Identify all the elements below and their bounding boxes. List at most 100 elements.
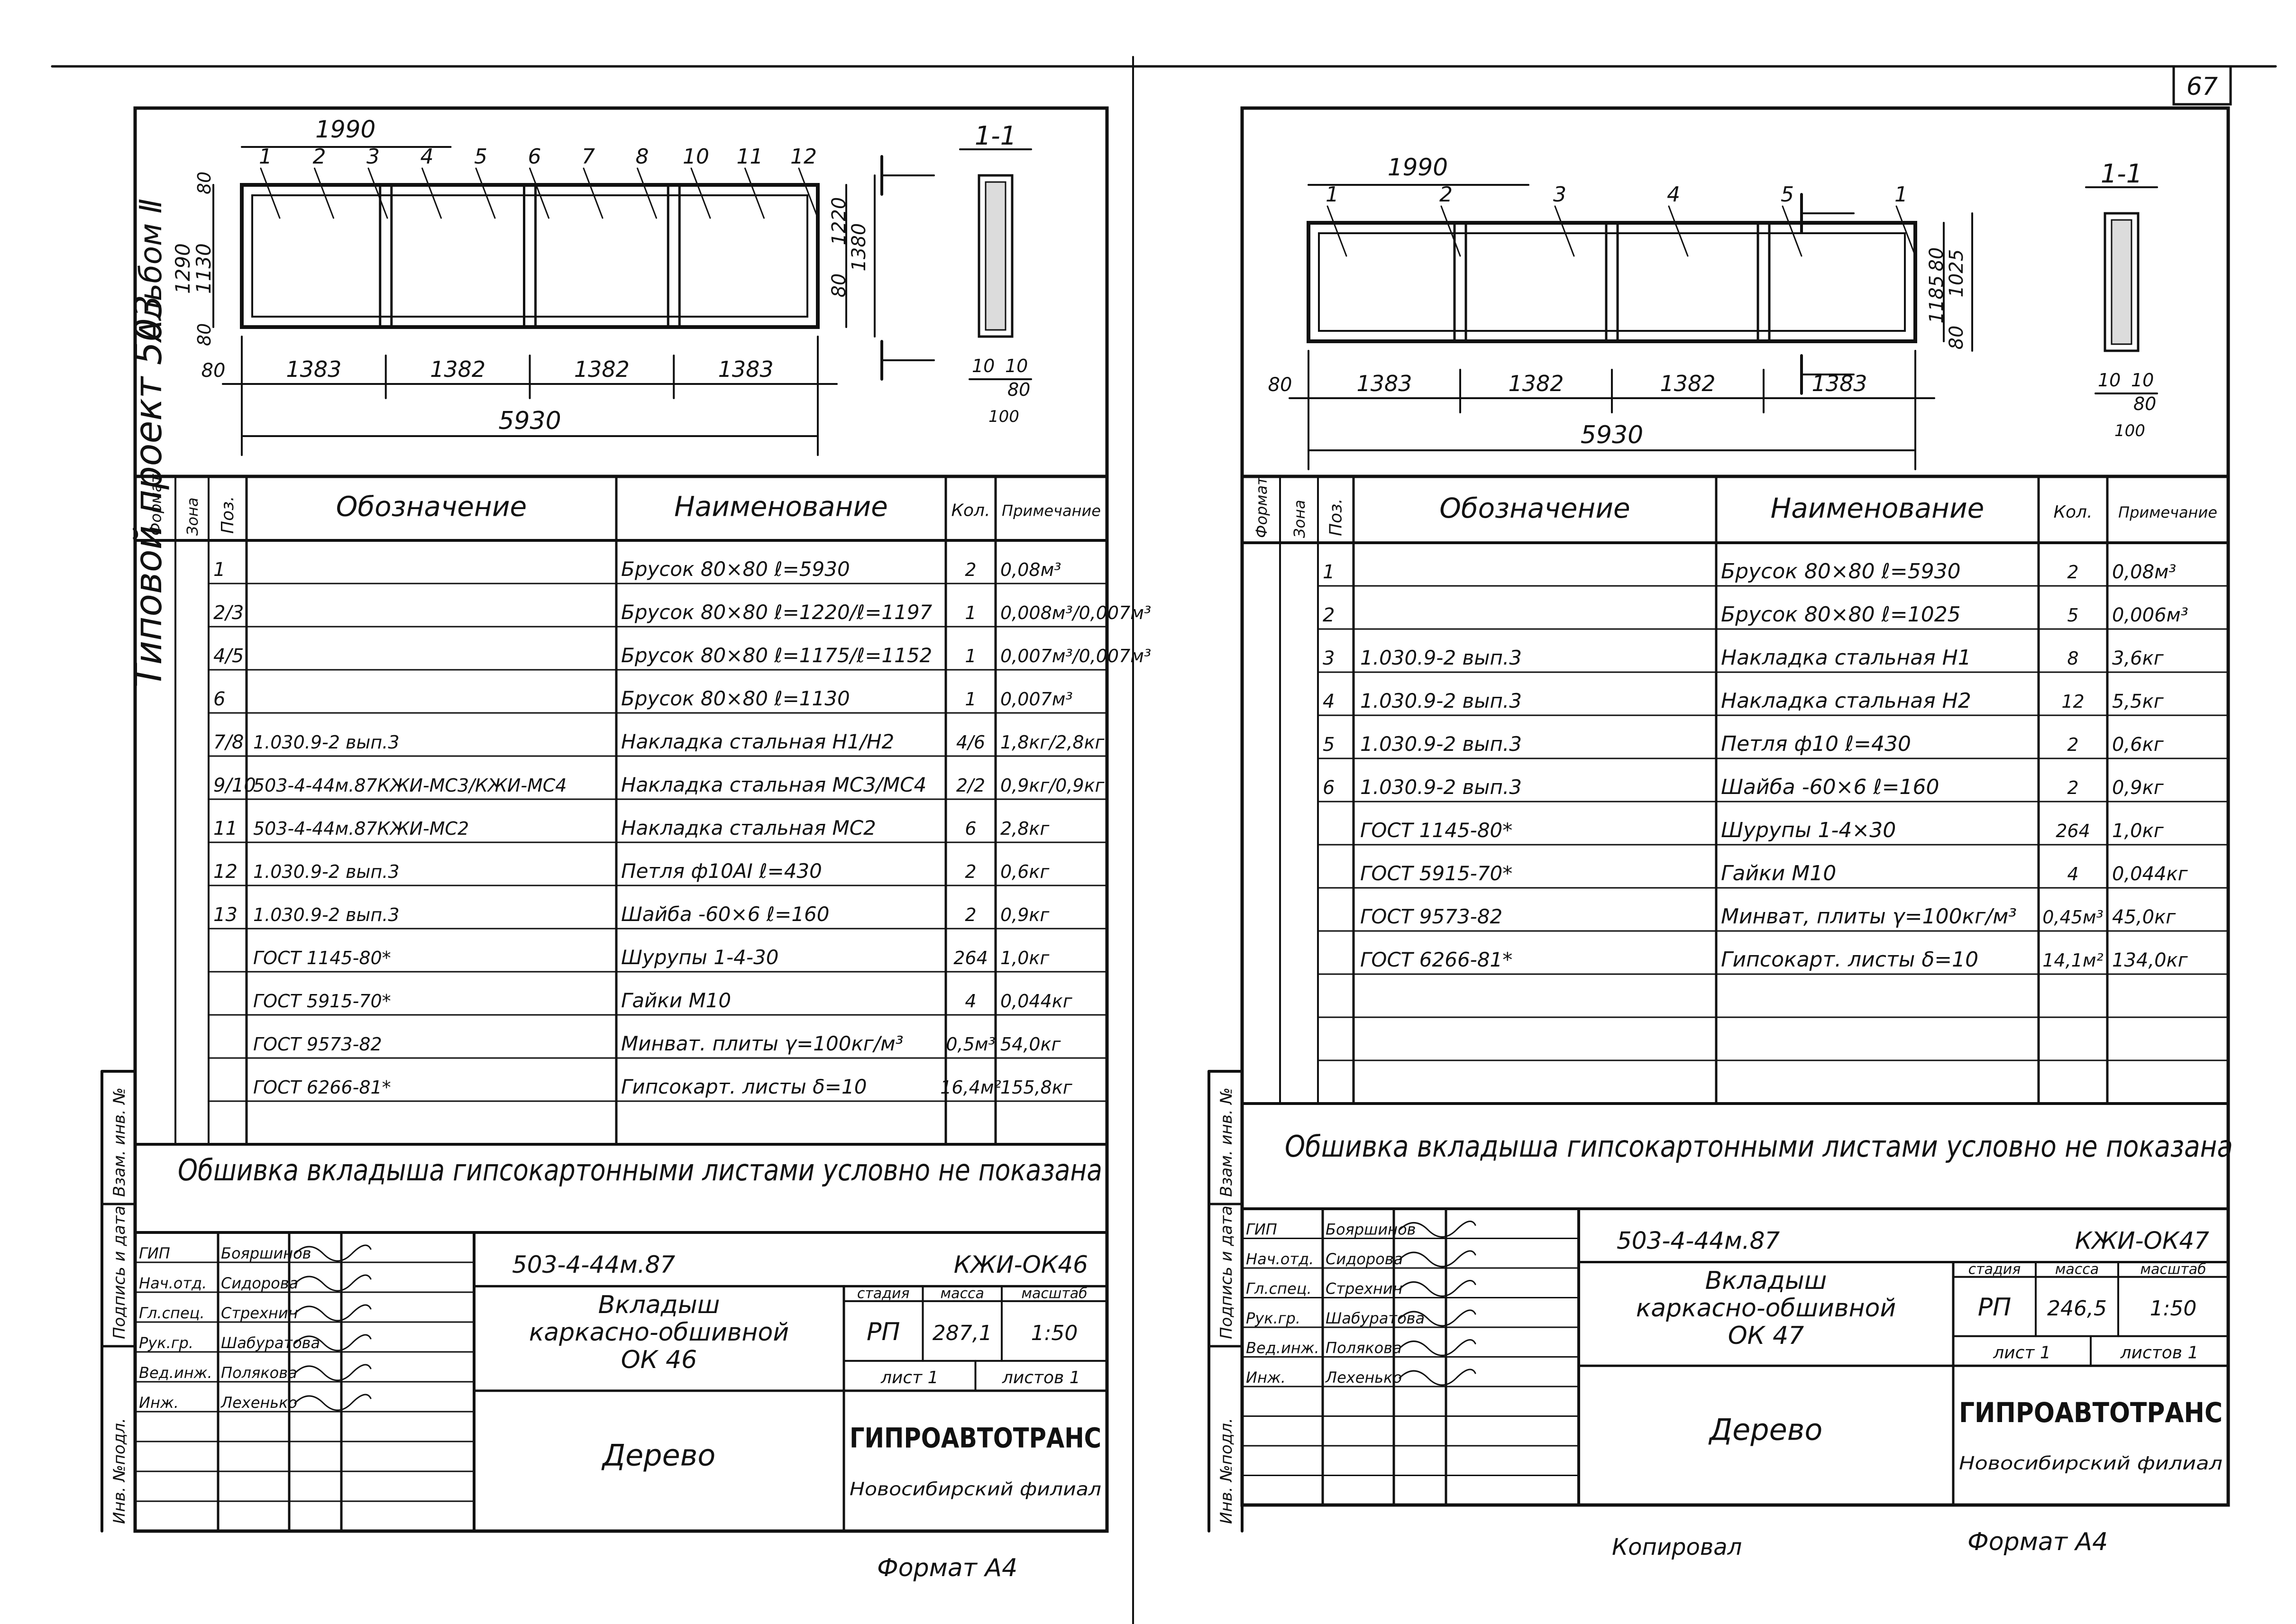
right-row-note: 0,08м³ xyxy=(2112,561,2176,583)
left-row-note: 155,8кг xyxy=(1000,1077,1073,1098)
left-row-pos: 11 xyxy=(213,818,238,839)
left-row-name: Брусок 80×80 ℓ=1175/ℓ=1152 xyxy=(621,644,932,667)
right-row-name: Брусок 80×80 ℓ=5930 xyxy=(1721,559,1961,584)
right-row-name: Гипсокарт. листы δ=10 xyxy=(1721,948,1978,972)
left-row-name: Брусок 80×80 ℓ=5930 xyxy=(621,557,850,581)
right-stamp-material: Дерево xyxy=(1708,1413,1823,1447)
right-row-name: Минват, плиты γ=100кг/м³ xyxy=(1721,904,2017,929)
right-row-designation: ГОСТ 5915-70* xyxy=(1360,862,1512,885)
right-label-signature-date: Подпись и дата xyxy=(1217,1205,1236,1339)
left-dim-bottom: 1382 xyxy=(574,356,630,382)
right-header-note: Примечание xyxy=(2118,503,2217,521)
left-dim-left: 1290 xyxy=(171,243,194,294)
right-frame-inner-outline xyxy=(1318,232,1906,332)
left-section-profile xyxy=(978,174,1014,338)
left-row-name: Накладка стальная МС3/МС4 xyxy=(621,773,926,796)
right-stamp-scale-header: масштаб xyxy=(2140,1261,2206,1278)
right-row-qty: 264 xyxy=(2056,821,2090,841)
right-row-note: 3,6кг xyxy=(2112,648,2164,669)
left-row-qty: 2/2 xyxy=(956,775,985,796)
left-row-name: Брусок 80×80 ℓ=1220/ℓ=1197 xyxy=(621,601,933,624)
right-stamp-name: Полякова xyxy=(1326,1339,1402,1357)
right-row-qty: 2 xyxy=(2067,734,2078,755)
left-frame-stud xyxy=(523,183,537,328)
right-row-pos: 2 xyxy=(1323,604,1335,626)
left-row-name: Накладка стальная МС2 xyxy=(621,816,876,839)
right-row-name: Петля ф10 ℓ=430 xyxy=(1721,732,1911,756)
right-section-mark: 1-1 xyxy=(2101,159,2142,189)
left-callout-number: 3 xyxy=(366,145,380,169)
right-dim-bottom: 1382 xyxy=(1660,371,1715,396)
left-row-qty: 1 xyxy=(965,602,976,623)
right-stamp-role: Инж. xyxy=(1246,1369,1286,1387)
right-header-format: Формат xyxy=(1253,476,1271,538)
left-header-pos: Поз. xyxy=(218,496,238,534)
right-row-qty: 5 xyxy=(2067,605,2078,626)
left-row-note: 0,08м³ xyxy=(1000,559,1061,580)
left-row-name: Шайба -60×6 ℓ=160 xyxy=(621,903,830,926)
left-leader-line xyxy=(260,167,281,219)
right-stamp-stage: РП xyxy=(1978,1293,2011,1322)
left-row-designation: ГОСТ 9573-82 xyxy=(253,1034,382,1055)
right-row-designation: 1.030.9-2 вып.3 xyxy=(1360,646,1522,669)
right-row-designation: ГОСТ 1145-80* xyxy=(1360,819,1512,842)
right-row-name: Гайки М10 xyxy=(1721,861,1836,885)
left-row-pos: 1 xyxy=(213,559,225,581)
left-stamp-material: Дерево xyxy=(601,1438,716,1472)
right-stamp-copied: Копировал xyxy=(1612,1534,1742,1560)
left-stamp-role: ГИП xyxy=(139,1244,170,1262)
left-stamp-signature xyxy=(294,1304,372,1322)
right-row-name: Шайба -60×6 ℓ=160 xyxy=(1721,775,1939,799)
left-stamp-stage-header: стадия xyxy=(857,1286,910,1302)
left-stamp-role: Вед.инж. xyxy=(139,1364,212,1382)
right-row-designation: 1.030.9-2 вып.3 xyxy=(1360,776,1522,799)
project-title: Типовой проект 503 xyxy=(128,294,170,687)
right-row-note: 134,0кг xyxy=(2112,949,2188,971)
left-row-pos: 4/5 xyxy=(213,645,244,667)
left-frame-stud xyxy=(667,183,681,328)
right-stamp-signature xyxy=(1399,1339,1476,1356)
left-row-pos: 2/3 xyxy=(213,602,244,624)
right-label-inv-original: Инв. №подл. xyxy=(1217,1418,1236,1524)
right-stamp-role: Вед.инж. xyxy=(1246,1339,1319,1357)
right-frame-outline xyxy=(1307,221,1917,343)
left-dim-left: 1130 xyxy=(192,243,215,294)
left-dim-left: 80 xyxy=(194,172,215,194)
right-section-dim: 100 xyxy=(2114,421,2145,440)
right-row-note: 0,044кг xyxy=(2112,863,2188,885)
right-row-qty: 0,45м³ xyxy=(2042,907,2104,928)
right-leader-line xyxy=(1554,205,1575,257)
left-row-qty: 264 xyxy=(953,948,988,968)
right-dim-total: 5930 xyxy=(1581,421,1643,449)
right-stamp-name: Бояршинов xyxy=(1326,1221,1416,1239)
left-row-designation: ГОСТ 6266-81* xyxy=(253,1077,391,1098)
left-row-qty: 4/6 xyxy=(956,732,985,753)
left-row-pos: 13 xyxy=(213,904,238,926)
left-leader-line xyxy=(475,167,496,219)
left-stamp-name: Шабуратова xyxy=(221,1334,320,1352)
right-stamp-role: Рук.гр. xyxy=(1246,1309,1300,1327)
right-stamp-sheet-code: КЖИ-ОК47 xyxy=(2075,1227,2209,1254)
left-leader-line xyxy=(798,167,819,219)
right-row-name: Накладка стальная Н1 xyxy=(1721,646,1971,670)
right-row-qty: 2 xyxy=(2067,777,2078,798)
right-row-note: 5,5кг xyxy=(2112,691,2164,712)
right-label-replacement-inv: Взам. инв. № xyxy=(1217,1087,1236,1197)
left-row-qty: 16,4м² xyxy=(940,1077,1001,1098)
left-leader-line xyxy=(690,167,711,219)
left-leader-line xyxy=(314,167,334,219)
left-frame-outline xyxy=(240,183,820,329)
left-stamp-mass: 287,1 xyxy=(933,1321,992,1345)
left-row-qty: 1 xyxy=(965,646,976,666)
right-row-qty: 8 xyxy=(2067,648,2078,669)
left-row-qty: 2 xyxy=(965,861,976,882)
left-header-designation: Обозначение xyxy=(336,491,527,523)
left-stamp-sheet: лист 1 xyxy=(880,1368,939,1387)
left-row-designation: 503-4-44м.87КЖИ-МС3/КЖИ-МС4 xyxy=(253,775,567,796)
right-dim-right: 1185 xyxy=(1926,275,1948,324)
right-row-qty: 4 xyxy=(2067,864,2078,885)
left-header-name: Наименование xyxy=(674,491,888,523)
right-stamp-name: Шабуратова xyxy=(1326,1309,1425,1327)
right-row-note: 0,006м³ xyxy=(2112,604,2188,626)
